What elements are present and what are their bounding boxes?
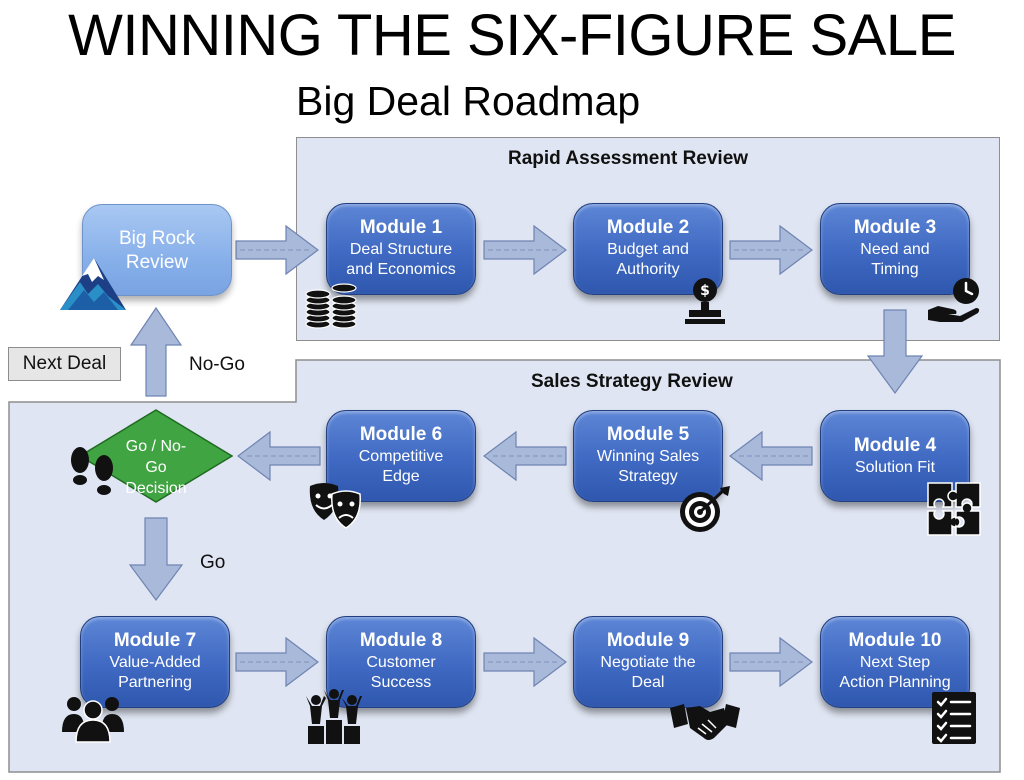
module-2-box: Module 2 Budget and Authority — [573, 203, 723, 295]
rapid-assessment-title: Rapid Assessment Review — [508, 148, 749, 169]
nogo-label: No-Go — [189, 354, 245, 375]
handshake-icon — [670, 704, 740, 740]
sales-strategy-title: Sales Strategy Review — [531, 371, 733, 392]
module-description: Winning Sales Strategy — [596, 448, 700, 485]
module-name: Module 4 — [853, 435, 937, 456]
module-name: Module 7 — [113, 630, 197, 651]
module-name: Module 8 — [359, 630, 443, 651]
arrow-nogo-up — [129, 306, 183, 397]
checklist-icon — [932, 692, 976, 744]
subtitle: Big Deal Roadmap — [296, 78, 641, 124]
module-6-box: Module 6 Competitive Edge — [326, 410, 476, 502]
module-description: Competitive Edge — [358, 448, 444, 485]
big-rock-review-box: Big Rock Review — [82, 204, 232, 296]
main-title: WINNING THE SIX-FIGURE SALE — [68, 3, 956, 68]
module-description: Customer Success — [366, 654, 436, 691]
big-rock-label: Big Rock Review — [118, 228, 196, 273]
people-group-icon — [62, 697, 124, 743]
money-stamp-icon: $ — [685, 278, 725, 324]
next-deal-box: Next Deal — [8, 347, 121, 381]
module-name: Module 1 — [359, 217, 443, 238]
module-1-box: Module 1 Deal Structure and Economics — [326, 203, 476, 295]
module-3-box: Module 3 Need and Timing — [820, 203, 970, 295]
module-name: Module 5 — [606, 424, 690, 445]
module-description: Negotiate the Deal — [600, 654, 696, 691]
module-description: Next Step Action Planning — [839, 654, 951, 691]
module-name: Module 2 — [606, 217, 690, 238]
module-9-box: Module 9 Negotiate the Deal — [573, 616, 723, 708]
module-7-box: Module 7 Value-Added Partnering — [80, 616, 230, 708]
module-name: Module 9 — [606, 630, 690, 651]
svg-text:$: $ — [700, 283, 710, 299]
module-5-box: Module 5 Winning Sales Strategy — [573, 410, 723, 502]
target-icon — [680, 486, 730, 532]
arrow-go-down — [128, 517, 184, 602]
puzzle-icon — [927, 482, 981, 536]
module-name: Module 3 — [853, 217, 937, 238]
module-description: Budget and Authority — [607, 241, 689, 278]
hand-clock-icon — [928, 278, 980, 322]
module-description: Value-Added Partnering — [109, 654, 201, 691]
module-description: Deal Structure and Economics — [346, 241, 456, 278]
mountain-icon — [60, 258, 126, 310]
module-description: Solution Fit — [854, 459, 936, 476]
go-label: Go — [200, 552, 226, 573]
decision-diamond — [78, 409, 234, 503]
coins-icon — [305, 283, 357, 329]
decision-label: Go / No- Go Decision — [125, 438, 187, 497]
module-8-box: Module 8 Customer Success — [326, 616, 476, 708]
module-name: Module 10 — [848, 630, 942, 651]
footprints-icon — [71, 447, 113, 495]
module-name: Module 6 — [359, 424, 443, 445]
arrow-m3-to-m4 — [866, 309, 924, 395]
module-description: Need and Timing — [860, 241, 930, 278]
podium-icon — [306, 689, 362, 744]
theater-masks-icon — [309, 483, 361, 529]
